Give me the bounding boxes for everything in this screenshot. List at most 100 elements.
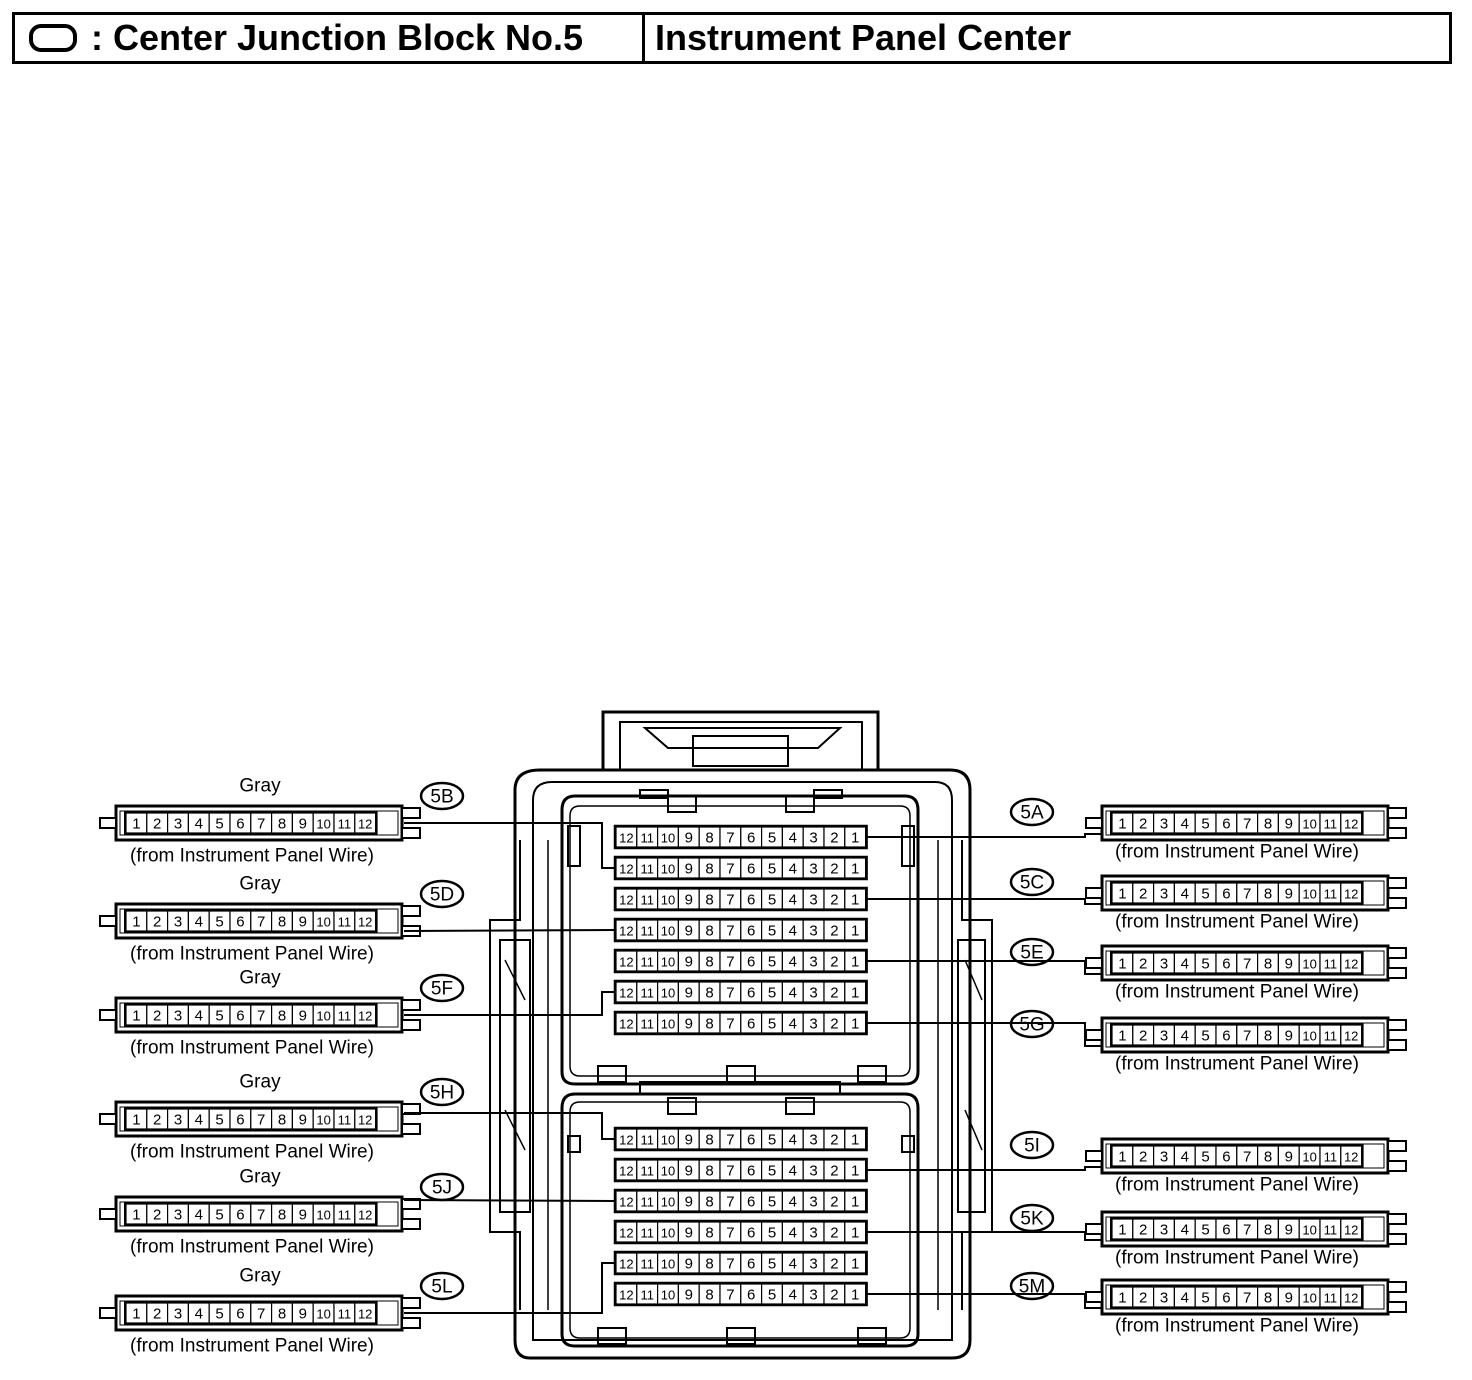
connector-code-badge: 5C: [1009, 867, 1055, 897]
connector-code-label: 5L: [431, 1277, 452, 1298]
connector-pin-number: 9: [1285, 1028, 1293, 1045]
terminal-cell: [844, 1128, 867, 1150]
terminal-pin-number: 3: [809, 954, 817, 971]
connector-pin-number: 5: [215, 1306, 223, 1323]
connector-pin-number: 1: [132, 914, 140, 931]
connector-side-tab: [1085, 957, 1103, 969]
connector-side-tab: [1085, 1223, 1103, 1235]
terminal-pin-number: 7: [726, 1225, 734, 1242]
terminal-pin-number: 1: [851, 985, 859, 1002]
leader-line: [866, 1022, 1102, 1047]
terminal-cell: [844, 981, 867, 1003]
terminal-pin-number: 3: [809, 1287, 817, 1304]
connector-pin-number: 10: [1302, 1291, 1316, 1306]
terminal-pin-number: 12: [619, 1195, 633, 1210]
oval-legend-icon: [29, 24, 77, 52]
connector-color-label: Gray: [239, 1072, 281, 1093]
leader-line: [866, 1293, 1102, 1309]
terminal-pin-number: 3: [809, 1256, 817, 1273]
connector-pin-number: 1: [1118, 1149, 1126, 1166]
terminal-pin-number: 5: [768, 1287, 776, 1304]
terminal-pin-number: 9: [685, 1225, 693, 1242]
terminal-cell: [844, 1252, 867, 1274]
connector-pin-number: 9: [299, 1008, 307, 1025]
connector-pin-number: 12: [358, 1208, 372, 1223]
terminal-pin-number: 2: [830, 1016, 838, 1033]
connector-pin-cell: [1340, 952, 1363, 974]
leader-lines: [403, 822, 1102, 1314]
connector-pin-number: 4: [1181, 956, 1189, 973]
connector-pin-cell: [1340, 812, 1363, 834]
connector-pin-number: 8: [1264, 1290, 1272, 1307]
connector-pin-frame: [124, 811, 378, 835]
connector-latch-tab: [1387, 947, 1407, 959]
terminal-pin-number: 5: [768, 985, 776, 1002]
connector-code-oval: [419, 973, 465, 1003]
connector-pin-number: 7: [1243, 1028, 1251, 1045]
connector-pin-number: 3: [1160, 1222, 1168, 1239]
connector-source-note: (from Instrument Panel Wire): [130, 1336, 374, 1357]
connector-code-oval: [419, 781, 465, 811]
connector-latch-tab: [1387, 877, 1407, 889]
connector-pin-number: 9: [299, 914, 307, 931]
connector-pin-frame: [124, 1202, 378, 1226]
connector-pin-number: 6: [236, 1008, 244, 1025]
connector-pin-number: 10: [316, 915, 330, 930]
terminal-pin-number: 11: [640, 1288, 654, 1303]
connector-side-tab: [99, 1009, 117, 1021]
connector-source-note: (from Instrument Panel Wire): [130, 944, 374, 965]
connector-side-tab: [99, 1113, 117, 1125]
connector-pin-number: 4: [195, 816, 203, 833]
terminal-pin-number: 6: [747, 830, 755, 847]
connector-pin-number: 12: [1344, 1223, 1358, 1238]
terminal-pin-number: 6: [747, 1163, 755, 1180]
connector-latch-tab: [401, 999, 421, 1011]
terminal-pin-number: 7: [726, 892, 734, 909]
connector-latch-tab: [1387, 1019, 1407, 1031]
connector-code-oval: [419, 879, 465, 909]
terminal-pin-number: 5: [768, 1225, 776, 1242]
connector-pin-number: 4: [195, 1207, 203, 1224]
terminal-pin-number: 3: [809, 892, 817, 909]
terminal-pin-number: 10: [661, 955, 675, 970]
connector-latch-tab: [1387, 1213, 1407, 1225]
connector-pin-number: 5: [1201, 1028, 1209, 1045]
terminal-pin-number: 3: [809, 985, 817, 1002]
connector-latch-tab: [1387, 1039, 1407, 1051]
connector-latch-tab: [401, 827, 421, 839]
connector-pin-number: 1: [1118, 1222, 1126, 1239]
terminal-cell: [844, 950, 867, 972]
connector-pin-frame: [124, 1003, 378, 1027]
connector-code-label: 5K: [1020, 1209, 1044, 1230]
connector-pin-number: 7: [1243, 1290, 1251, 1307]
connector-pin-number: 6: [236, 1306, 244, 1323]
connector-pin-frame: [1110, 1285, 1364, 1309]
connector-pin-number: 5: [215, 816, 223, 833]
leader-line: [403, 1199, 617, 1202]
terminal-pin-number: 5: [768, 954, 776, 971]
connector-pin-number: 11: [1324, 1223, 1338, 1238]
connector-code-badge: 5M: [1009, 1271, 1055, 1301]
connector-pin-cell: [354, 910, 377, 932]
connector-pin-number: 7: [257, 816, 265, 833]
terminal-pin-number: 8: [705, 1163, 713, 1180]
terminal-pin-number: 6: [747, 1287, 755, 1304]
connector-pin-number: 5: [215, 914, 223, 931]
connector-code-badge: 5B: [419, 781, 465, 811]
connector-latch-tab: [1387, 1160, 1407, 1172]
connector-code-oval: [1009, 797, 1055, 827]
leader-line: [866, 833, 1102, 838]
terminal-cell: [844, 888, 867, 910]
connector-source-note: (from Instrument Panel Wire): [1115, 912, 1359, 933]
terminal-pin-number: 9: [685, 954, 693, 971]
connector-pin-number: 12: [358, 1009, 372, 1024]
